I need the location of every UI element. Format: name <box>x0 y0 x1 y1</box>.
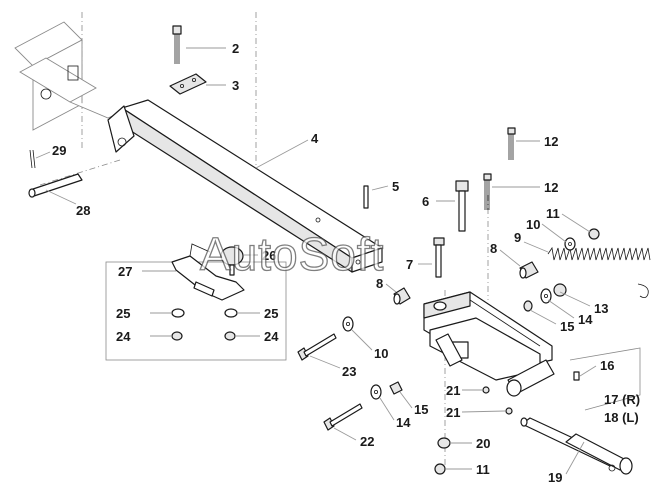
label-20: 20 <box>476 436 490 451</box>
label-8-lower: 8 <box>376 276 383 291</box>
label-13: 13 <box>594 301 608 316</box>
bolt-7 <box>433 237 445 278</box>
group-14-15-lower <box>370 381 403 400</box>
bolts-12 <box>483 127 516 210</box>
spacer-8-upper <box>519 261 539 279</box>
spring-9 <box>547 246 651 298</box>
label-17-r: 17 (R) <box>604 392 640 407</box>
pivot-bracket <box>423 291 555 397</box>
label-23: 23 <box>342 364 356 379</box>
label-25-left: 25 <box>116 306 130 321</box>
label-14-lower: 14 <box>396 415 411 430</box>
label-7: 7 <box>406 257 413 272</box>
bolt-23 <box>297 333 337 361</box>
pin-29 <box>29 149 36 169</box>
label-2: 2 <box>232 41 239 56</box>
nuts-24 <box>171 331 236 341</box>
main-tube <box>107 99 383 273</box>
label-5: 5 <box>392 179 399 194</box>
label-8-upper: 8 <box>490 241 497 256</box>
label-11-lower: 11 <box>476 462 490 477</box>
pin-5 <box>363 185 369 209</box>
washers-25 <box>171 308 238 318</box>
label-14-upper: 14 <box>578 312 593 327</box>
label-29: 29 <box>52 143 66 158</box>
existing-frame <box>14 21 131 131</box>
label-26: 26 <box>262 248 276 263</box>
leader-lines <box>35 47 597 475</box>
label-10-lower: 10 <box>374 346 388 361</box>
label-21-lower: 21 <box>446 405 460 420</box>
bolt-top <box>172 25 182 64</box>
label-9: 9 <box>514 230 521 245</box>
label-12-upper: 12 <box>544 134 558 149</box>
nuts-lower <box>434 386 513 475</box>
label-18-l: 18 (L) <box>604 410 639 425</box>
label-12-lower: 12 <box>544 180 558 195</box>
washer-10-upper <box>564 237 576 251</box>
watermark: AutoSoft <box>200 228 384 280</box>
label-15-lower: 15 <box>414 402 428 417</box>
label-25-right: 25 <box>264 306 278 321</box>
label-19: 19 <box>548 470 562 485</box>
label-24-left: 24 <box>116 329 131 344</box>
label-28: 28 <box>76 203 90 218</box>
bolt-22 <box>323 403 363 431</box>
label-15-upper: 15 <box>560 319 574 334</box>
pin-28 <box>28 173 83 198</box>
label-21-upper: 21 <box>446 383 460 398</box>
group-13-14-15 <box>523 283 567 312</box>
spacer-8-lower <box>393 287 411 305</box>
label-24-right: 24 <box>264 329 279 344</box>
washer-10-lower <box>342 316 354 332</box>
label-16: 16 <box>600 358 614 373</box>
label-6: 6 <box>422 194 429 209</box>
shaft-19 <box>520 417 633 475</box>
label-11-upper: 11 <box>546 206 560 221</box>
label-4: 4 <box>311 131 319 146</box>
knob-26 <box>220 246 244 276</box>
label-3: 3 <box>232 78 239 93</box>
plate-top <box>169 73 207 95</box>
bracket-27 <box>171 243 245 301</box>
label-22: 22 <box>360 434 374 449</box>
fitting-16 <box>573 371 580 381</box>
label-27: 27 <box>118 264 132 279</box>
callout-labels: 2 3 4 5 6 7 8 8 9 10 10 11 11 12 12 13 1… <box>52 41 640 485</box>
bolt-6 <box>455 180 469 232</box>
nut-11-upper <box>588 228 600 240</box>
label-10-upper: 10 <box>526 217 540 232</box>
